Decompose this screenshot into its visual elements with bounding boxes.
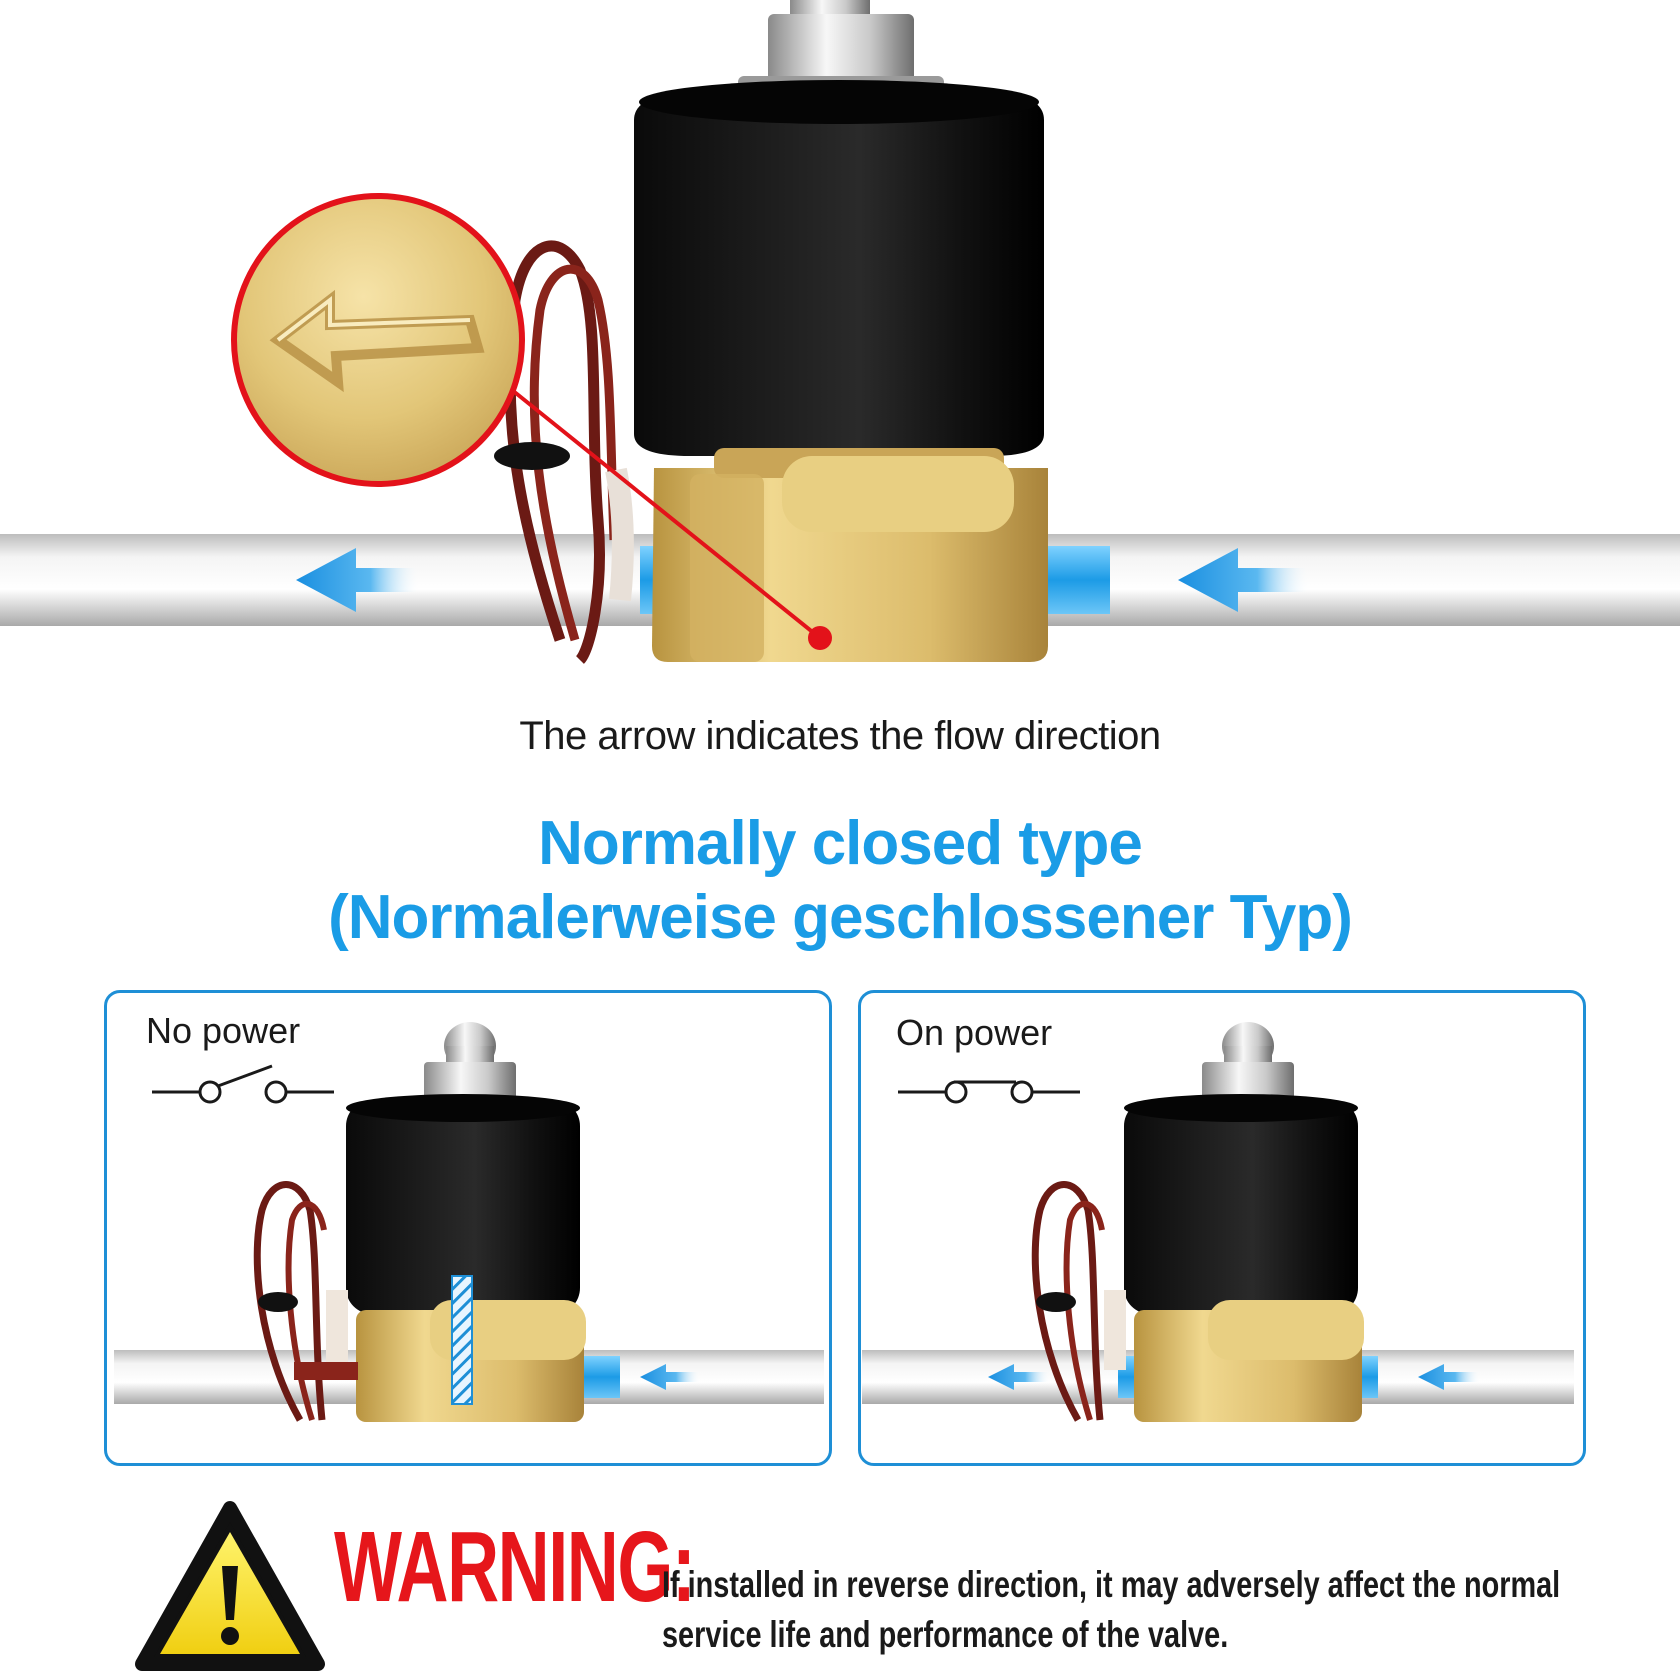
magnifier-circle	[231, 193, 525, 487]
warning-triangle-icon	[135, 1501, 325, 1671]
hero-valve	[0, 0, 1680, 664]
switch-open-icon	[152, 1064, 334, 1104]
no-power-panel	[104, 990, 832, 1466]
type-title-german: (Normalerweise geschlossener Typ)	[328, 883, 1353, 952]
warning-line-2: service life and performance of the valv…	[662, 1614, 1229, 1655]
closed-plunger	[451, 1275, 473, 1405]
hero-nut	[768, 14, 914, 84]
flow-arrow-icon	[1178, 548, 1310, 612]
hero-coil	[634, 92, 1044, 456]
flow-arrow-icon	[296, 548, 420, 612]
panel-2-valve	[862, 1022, 1574, 1422]
flow-direction-caption: The arrow indicates the flow direction	[519, 714, 1161, 758]
panel-1-valve	[114, 1022, 824, 1422]
warning-line-1: If installed in reverse direction, it ma…	[662, 1564, 1561, 1605]
flow-arrow-icon	[640, 1364, 700, 1390]
switch-closed-icon	[898, 1080, 1080, 1104]
flow-arrow-icon	[988, 1364, 1050, 1390]
warning-message: If installed in reverse direction, it ma…	[662, 1560, 1560, 1660]
warning-label: WARNING:	[334, 1511, 696, 1623]
flow-arrow-icon	[1418, 1364, 1480, 1390]
on-power-label: On power	[896, 1012, 1053, 1053]
type-title-english: Normally closed type	[538, 809, 1143, 878]
no-power-label: No power	[146, 1010, 301, 1051]
on-power-panel	[858, 990, 1586, 1466]
